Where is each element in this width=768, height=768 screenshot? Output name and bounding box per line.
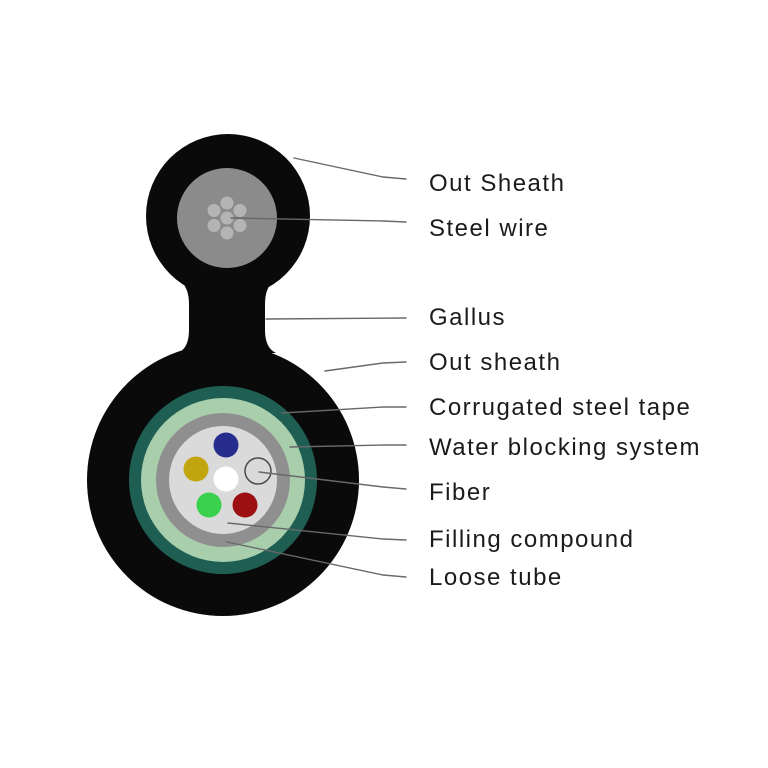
label-loose-tube: Loose tube <box>429 564 563 591</box>
green-fiber-dot <box>196 492 222 518</box>
leader-corrugated-steel-tape <box>281 406 407 414</box>
leader-water-blocking-system <box>289 444 407 448</box>
bottom-cable-section <box>87 344 359 616</box>
steel-wire-strands <box>207 196 247 240</box>
label-fiber: Fiber <box>429 479 492 506</box>
fiber-annotation-circle <box>244 457 272 485</box>
leader-lines <box>226 157 407 578</box>
label-steel-wire: Steel wire <box>429 215 550 242</box>
top-cable-section <box>146 134 310 298</box>
label-out-sheath-top: Out Sheath <box>429 170 566 197</box>
steel-wire-strand <box>220 196 234 210</box>
label-out-sheath-bottom: Out sheath <box>429 349 562 376</box>
label-corrugated-steel-tape: Corrugated steel tape <box>429 394 692 421</box>
leader-fiber <box>258 471 407 490</box>
steel-wire-strand <box>220 226 234 240</box>
leader-out-sheath-top <box>293 157 407 180</box>
label-filling-compound: Filling compound <box>429 526 635 553</box>
leader-steel-wire <box>230 217 407 223</box>
label-gallus: Gallus <box>429 304 507 331</box>
steel-wire-strand <box>207 204 221 217</box>
gallus-fillet-bottom-left <box>178 330 189 353</box>
leader-gallus <box>265 317 407 320</box>
steel-wire-strand <box>207 219 221 232</box>
red-fiber-dot <box>232 492 258 518</box>
fiber-bundle <box>183 432 258 518</box>
steel-wire-center <box>220 211 234 225</box>
label-water-blocking-system: Water blocking system <box>429 434 702 461</box>
yellow-fiber-dot <box>183 456 209 482</box>
steel-wire-strand <box>233 219 247 232</box>
gallus-fillet-bottom-right <box>265 330 276 353</box>
leader-out-sheath-bottom <box>324 361 407 372</box>
leader-loose-tube <box>226 541 407 578</box>
steel-wire-strand <box>233 204 247 217</box>
white-fiber-dot <box>213 466 239 492</box>
leader-filling-compound <box>227 522 407 541</box>
blue-fiber-dot <box>213 432 239 458</box>
